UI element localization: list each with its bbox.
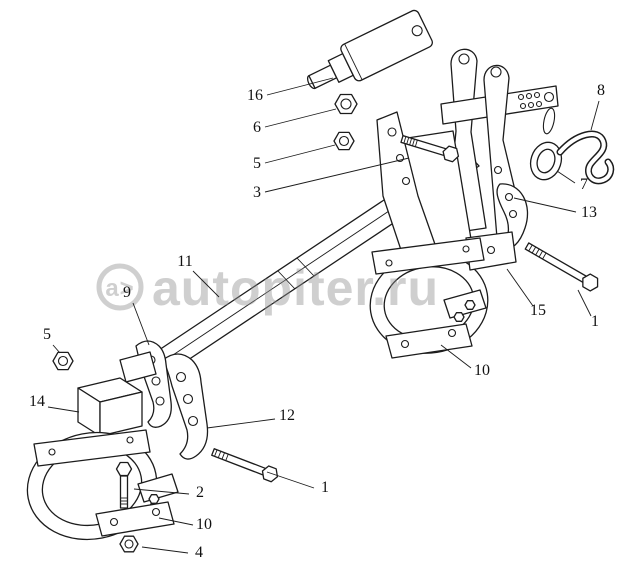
callout-15: 15	[530, 302, 546, 319]
watermark-logo-circle	[96, 263, 144, 311]
mast-bracket	[376, 48, 559, 260]
callout-1-right: 1	[591, 313, 599, 330]
nut-5-top	[333, 131, 355, 151]
callout-16: 16	[247, 87, 263, 104]
watermark: a> autopiter.ru	[96, 260, 439, 316]
clamp-10-left	[26, 429, 179, 541]
callout-4: 4	[195, 544, 203, 561]
callout-9: 9	[123, 284, 131, 301]
callout-leaders	[47, 77, 600, 554]
callout-3: 3	[253, 184, 261, 201]
watermark-logo: a>	[105, 275, 134, 302]
callout-6: 6	[253, 119, 261, 136]
cylinder-16	[306, 9, 433, 90]
bolt-1-right	[524, 242, 599, 292]
nut-4	[119, 535, 139, 553]
callout-10-right: 10	[474, 362, 490, 379]
callout-7: 7	[580, 176, 588, 193]
bolt-2	[115, 461, 133, 509]
flange-bolt	[453, 312, 465, 322]
callout-8: 8	[597, 82, 605, 99]
clamp-10-right	[369, 231, 517, 359]
callout-1-bottom: 1	[321, 479, 329, 496]
callout-14: 14	[29, 393, 45, 410]
callout-11: 11	[177, 253, 192, 270]
callout-13: 13	[581, 204, 597, 221]
callout-5-left: 5	[43, 326, 51, 343]
nut-6	[334, 93, 358, 115]
callout-2: 2	[196, 484, 204, 501]
callout-10-left: 10	[196, 516, 212, 533]
callout-5-top: 5	[253, 155, 261, 172]
ring-7	[529, 141, 563, 181]
callout-labels: 16 6 5 3 8 7 13 1 15 10 11 9 5 14 12 2 1…	[29, 82, 605, 561]
clamp-top-plate-right	[371, 237, 485, 275]
plate-12	[162, 353, 209, 460]
flange-bolt	[148, 494, 160, 504]
bolt-3	[400, 135, 460, 163]
beam-end-bracket	[119, 351, 157, 383]
clamp-flange-left	[137, 473, 179, 503]
flange-bolt	[464, 300, 476, 310]
nut-5-left	[52, 351, 74, 371]
bolt-1-bottom	[211, 448, 279, 483]
callout-12: 12	[279, 407, 295, 424]
clamp-top-plate-left	[33, 429, 151, 467]
shackle-link	[542, 107, 556, 135]
watermark-site: autopiter.ru	[152, 260, 439, 316]
hook-8	[556, 130, 615, 185]
block-14	[77, 377, 143, 437]
